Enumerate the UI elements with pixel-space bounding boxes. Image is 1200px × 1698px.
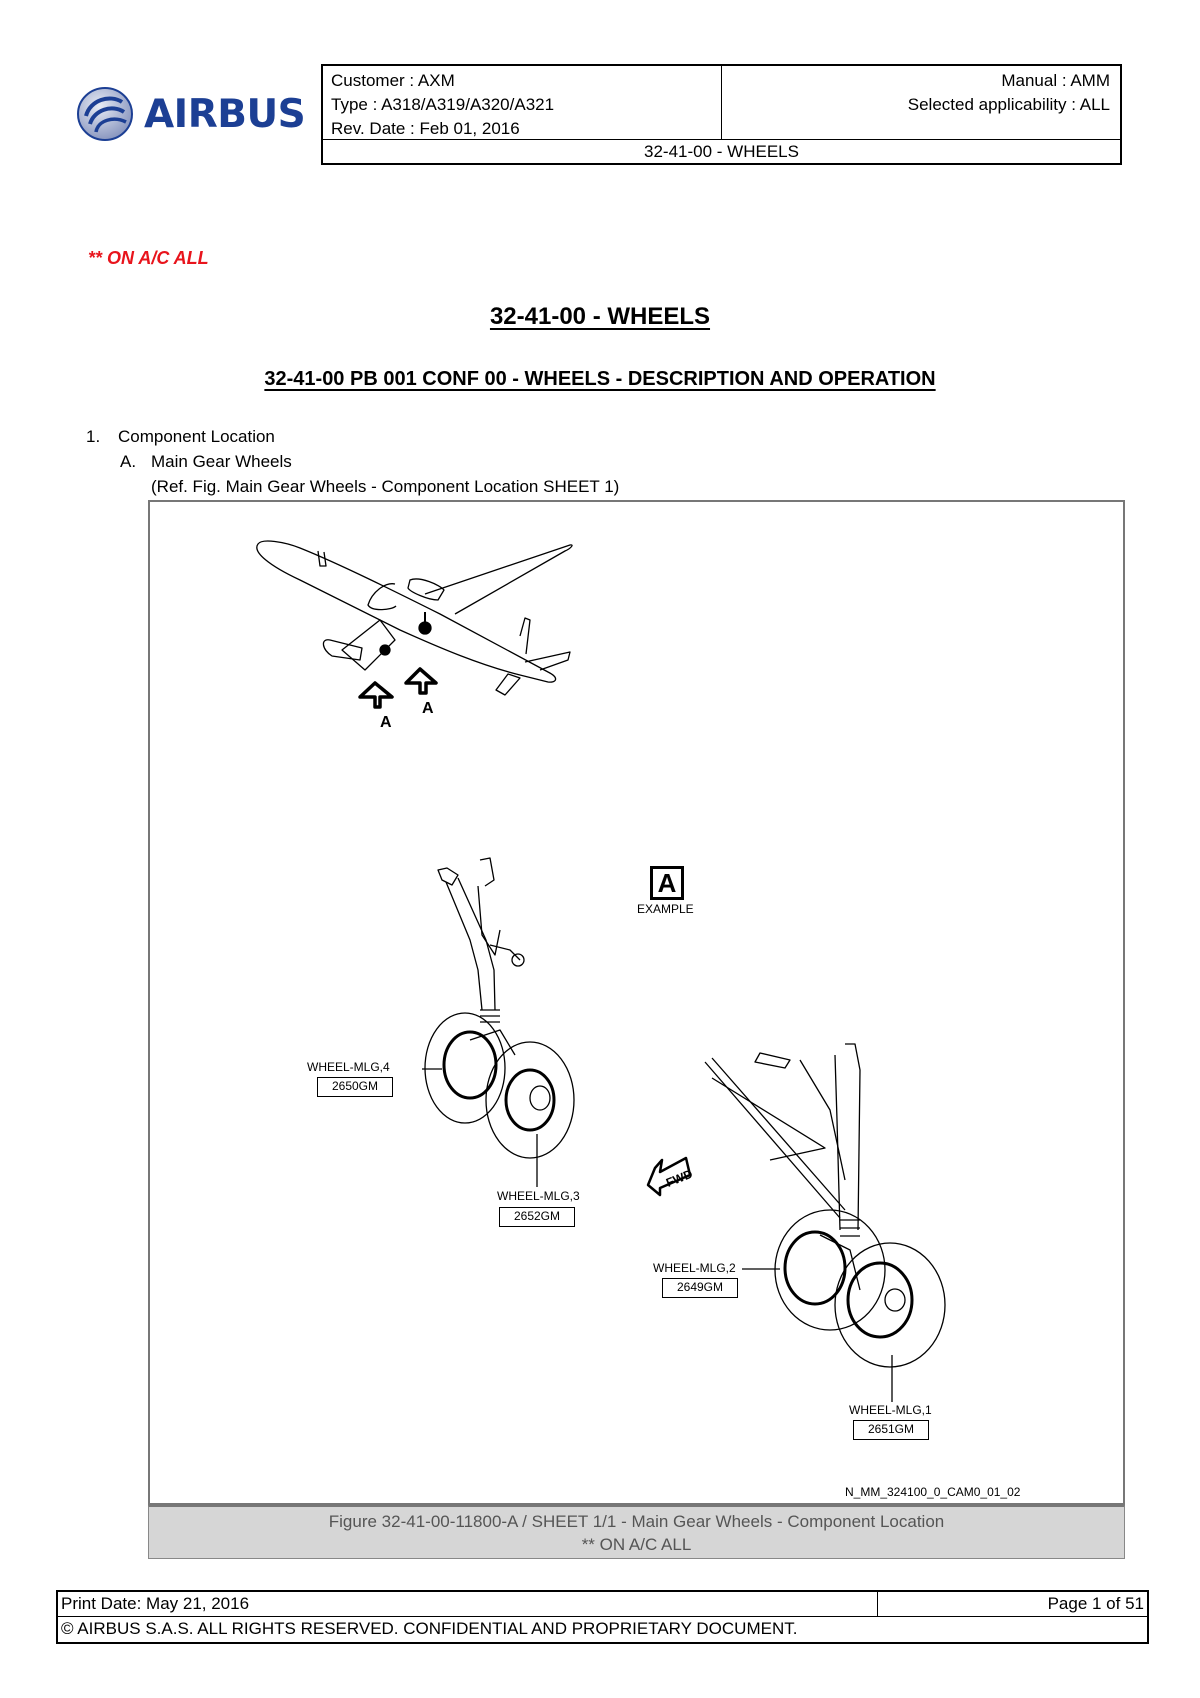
list-text: Main Gear Wheels: [151, 452, 292, 471]
section-title-text: 32-41-00 PB 001 CONF 00 - WHEELS - DESCR…: [264, 368, 936, 390]
effectivity-note: ** ON A/C ALL: [88, 248, 209, 268]
manual-field: Manual : AMM: [1001, 71, 1110, 90]
list-text: Component Location: [118, 427, 275, 446]
figure-caption-title: Figure 32-41-00-11800-A / SHEET 1/1 - Ma…: [328, 1512, 945, 1531]
page-title-text: 32-41-00 - WHEELS: [489, 303, 711, 330]
print-date: Print Date: May 21, 2016: [58, 1592, 878, 1616]
airbus-logo: AIRBUS: [76, 86, 308, 142]
view-arrow-icon: [358, 667, 438, 709]
callout-label-wheel-3: WHEEL-MLG,3: [497, 1189, 580, 1203]
figure-caption-effectivity: ** ON A/C ALL: [581, 1535, 692, 1554]
list-number: 1.: [86, 427, 101, 446]
list-item-component-location: 1. Component Location: [86, 427, 275, 447]
fwd-arrow-icon: [646, 1156, 692, 1197]
figure-reference-link[interactable]: (Ref. Fig. Main Gear Wheels - Component …: [151, 477, 620, 496]
chapter-field: 32-41-00 - WHEELS: [323, 139, 1120, 163]
section-title: 32-41-00 PB 001 CONF 00 - WHEELS - DESCR…: [0, 368, 1200, 391]
figure-reference-code: N_MM_324100_0_CAM0_01_02: [845, 1485, 1021, 1499]
document-header: Customer : AXM Type : A318/A319/A320/A32…: [321, 64, 1122, 165]
main-gear-left-drawing: [424, 857, 575, 1159]
callout-code-wheel-4[interactable]: 2650GM: [317, 1077, 393, 1097]
copyright-notice: © AIRBUS S.A.S. ALL RIGHTS RESERVED. CON…: [58, 1616, 1147, 1642]
view-note: EXAMPLE: [637, 902, 694, 916]
document-footer: Print Date: May 21, 2016 Page 1 of 51 © …: [56, 1590, 1149, 1644]
revision-date-field: Rev. Date : Feb 01, 2016: [331, 119, 520, 138]
callout-code-wheel-3[interactable]: 2652GM: [499, 1207, 575, 1227]
page-title: 32-41-00 - WHEELS: [0, 303, 1200, 331]
main-gear-right-drawing: [704, 1043, 946, 1368]
view-arrow-label: A: [422, 700, 434, 717]
aircraft-type-field: Type : A318/A319/A320/A321: [331, 95, 555, 114]
list-item-main-gear-wheels: A. Main Gear Wheels: [120, 452, 292, 472]
figure-frame: [148, 500, 1125, 1505]
customer-field: Customer : AXM: [331, 71, 455, 90]
callout-code-wheel-2[interactable]: 2649GM: [662, 1278, 738, 1298]
callout-code-wheel-1[interactable]: 2651GM: [853, 1420, 929, 1440]
figure-caption: Figure 32-41-00-11800-A / SHEET 1/1 - Ma…: [148, 1505, 1125, 1559]
callout-label-wheel-2: WHEEL-MLG,2: [653, 1261, 736, 1275]
view-label-box: A: [650, 866, 684, 900]
figure-illustration: FWD: [256, 540, 946, 1402]
callout-label-wheel-4: WHEEL-MLG,4: [307, 1060, 390, 1074]
aircraft-icon: [256, 540, 573, 696]
callout-label-wheel-1: WHEEL-MLG,1: [849, 1403, 932, 1417]
list-number: A.: [120, 452, 137, 471]
page-number: Page 1 of 51: [1047, 1594, 1144, 1613]
airbus-globe-icon: [77, 87, 133, 141]
applicability-field: Selected applicability : ALL: [907, 95, 1110, 114]
view-arrow-label: A: [380, 714, 392, 731]
airbus-wordmark: AIRBUS: [144, 91, 306, 137]
